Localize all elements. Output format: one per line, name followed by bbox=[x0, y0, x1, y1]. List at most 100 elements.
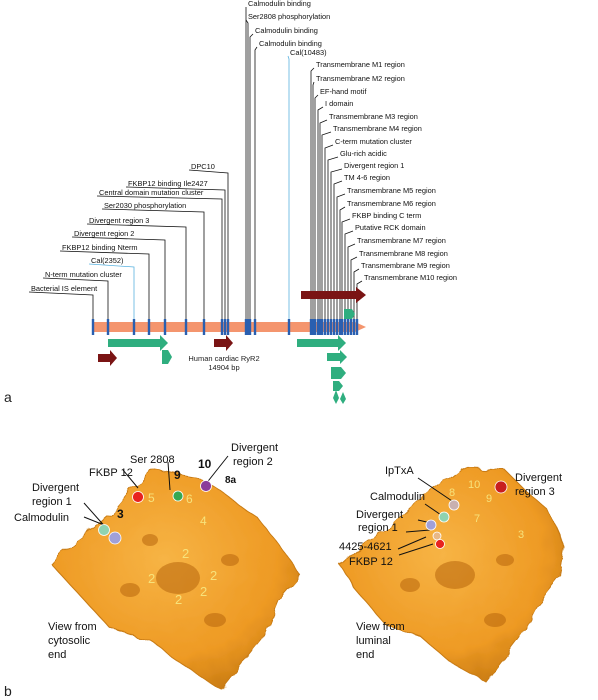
site-divergent-region-3 bbox=[494, 480, 508, 494]
feature-leader-line bbox=[344, 230, 354, 322]
panel-a: Human cardiac RyR2 14904 bp Calmodulin b… bbox=[4, 0, 457, 405]
feature-leader-line bbox=[287, 55, 290, 322]
caption-luminal-l1: View from bbox=[356, 621, 405, 633]
site-calmodulin bbox=[438, 511, 450, 523]
green-feature-arrow bbox=[297, 335, 346, 351]
feature-mark bbox=[253, 319, 257, 335]
feature-label: Ser2030 phosphorylation bbox=[104, 201, 186, 210]
green-feature-arrow bbox=[333, 381, 343, 391]
feature-leader-line bbox=[245, 19, 249, 322]
feature-label: Transmembrane M2 region bbox=[316, 74, 405, 83]
feature-mark bbox=[202, 319, 206, 335]
feature-mark bbox=[329, 319, 333, 335]
site-divergent-region-1 bbox=[425, 519, 437, 531]
luminal-view: IpTxA Divergent region 3 Calmodulin Dive… bbox=[339, 465, 566, 683]
feature-label: FKBP12 binding Ile2427 bbox=[128, 179, 208, 188]
feature-mark bbox=[340, 319, 344, 335]
feature-label: FKBP12 binding Nterm bbox=[62, 243, 138, 252]
feature-leader-line bbox=[341, 218, 351, 322]
green-feature-arrow bbox=[331, 367, 346, 379]
label-divergent-region-2-l2: region 2 bbox=[233, 456, 273, 468]
feature-leader-line bbox=[350, 256, 358, 322]
sequence-length: 14904 bp bbox=[208, 363, 239, 372]
panel-b: Ser 2808 FKBP 12 Divergent region 2 Dive… bbox=[4, 442, 566, 699]
dark-red-feature-arrow bbox=[98, 350, 117, 366]
feature-label: Transmembrane M7 region bbox=[357, 236, 446, 245]
feature-mark bbox=[311, 319, 315, 335]
caption-cytosolic-l2: cytosolic bbox=[48, 635, 91, 647]
feature-leader-lines bbox=[28, 7, 363, 322]
feature-label: Transmembrane M5 region bbox=[347, 186, 436, 195]
domain-number: 5 bbox=[148, 491, 155, 505]
feature-mark bbox=[184, 319, 188, 335]
domain-number: 2 bbox=[182, 546, 189, 561]
feature-label: EF-hand motif bbox=[320, 87, 367, 96]
label-divergent-region-2-l1: Divergent bbox=[231, 442, 278, 454]
domain-number: 10 bbox=[468, 479, 480, 491]
feature-label: Transmembrane M8 region bbox=[359, 249, 448, 258]
feature-label: Cal(10483) bbox=[290, 48, 327, 57]
dark-red-feature-arrow bbox=[214, 335, 233, 351]
feature-label: Transmembrane M9 region bbox=[361, 261, 450, 270]
feature-mark bbox=[106, 319, 110, 335]
feature-label: Divergent region 1 bbox=[344, 161, 404, 170]
site-iptxa bbox=[448, 499, 460, 511]
feature-mark bbox=[316, 319, 320, 335]
label-fkbp12: FKBP 12 bbox=[349, 556, 393, 568]
feature-mark bbox=[323, 319, 327, 335]
feature-label: N-term mutation cluster bbox=[45, 270, 122, 279]
feature-mark bbox=[335, 319, 339, 335]
caption-cytosolic-l3: end bbox=[48, 649, 66, 661]
feature-mark bbox=[226, 319, 230, 335]
sequence-name: Human cardiac RyR2 bbox=[188, 354, 259, 363]
feature-leader-line bbox=[314, 94, 319, 322]
feature-leader-line bbox=[336, 193, 346, 322]
feature-mark bbox=[349, 319, 353, 335]
domain-number: 9 bbox=[486, 493, 492, 505]
label-iptxa: IpTxA bbox=[385, 465, 414, 477]
feature-label: Transmembrane M6 region bbox=[347, 199, 436, 208]
label-divergent-region-1-l1: Divergent bbox=[32, 482, 79, 494]
sequence-feature-marks bbox=[91, 319, 359, 335]
green-feature-arrow bbox=[327, 350, 347, 364]
domain-number: 2 bbox=[175, 592, 182, 607]
feature-leader-line bbox=[28, 291, 94, 322]
feature-leader-line bbox=[42, 277, 109, 322]
feature-mark bbox=[338, 319, 342, 335]
feature-mark bbox=[246, 319, 250, 335]
label-4425-4621: 4425-4621 bbox=[339, 541, 392, 553]
feature-leader-line bbox=[324, 144, 334, 322]
feature-mark bbox=[313, 319, 317, 335]
feature-mark bbox=[132, 319, 136, 335]
label-calmodulin: Calmodulin bbox=[14, 512, 69, 524]
domain-number: 4 bbox=[200, 514, 207, 528]
feature-mark bbox=[346, 319, 350, 335]
feature-leader-line bbox=[249, 33, 254, 322]
feature-label: Calmodulin binding bbox=[248, 0, 311, 8]
caption-cytosolic-l1: View from bbox=[48, 621, 97, 633]
feature-leader-line bbox=[319, 119, 328, 322]
label-fkbp12: FKBP 12 bbox=[89, 467, 133, 479]
feature-leader-line bbox=[356, 280, 363, 322]
domain-number: 3 bbox=[117, 507, 124, 521]
caption-luminal-l2: luminal bbox=[356, 635, 391, 647]
feature-label: Transmembrane M1 region bbox=[316, 60, 405, 69]
site-4425-4621 bbox=[432, 531, 442, 541]
green-feature-arrow bbox=[108, 335, 168, 351]
feature-mark bbox=[320, 319, 324, 335]
label-divergent-region-1-l2: region 1 bbox=[32, 496, 72, 508]
feature-leader-line bbox=[188, 169, 229, 322]
feature-leader-line bbox=[125, 186, 226, 322]
feature-mark bbox=[163, 319, 167, 335]
feature-label: Transmembrane M4 region bbox=[333, 124, 422, 133]
feature-mark bbox=[318, 319, 322, 335]
feature-mark bbox=[287, 319, 291, 335]
site-ser2808 bbox=[172, 490, 184, 502]
site-fkbp12 bbox=[435, 539, 445, 549]
feature-leader-line bbox=[321, 131, 332, 322]
feature-label: DPC10 bbox=[191, 162, 215, 171]
domain-number: 2 bbox=[210, 568, 217, 583]
surface-cavities bbox=[400, 554, 514, 627]
